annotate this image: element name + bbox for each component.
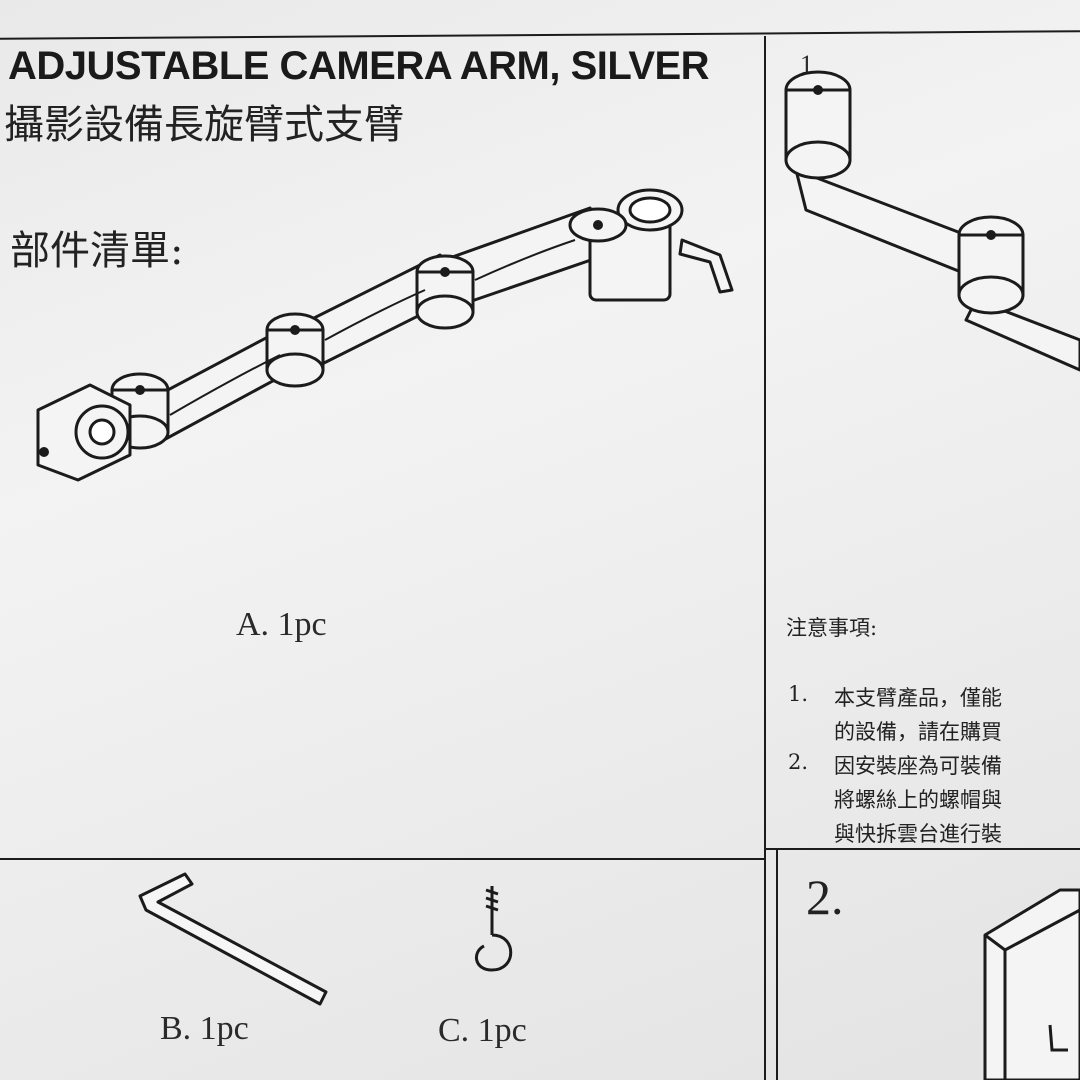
step-2-box-illustration xyxy=(983,888,1080,1080)
hook-screw-icon xyxy=(475,886,513,972)
note-2-number: 2. xyxy=(788,750,809,774)
step-2-number: 2. xyxy=(806,869,844,925)
document-title-english: ADJUSTABLE CAMERA ARM, SILVER xyxy=(8,44,710,88)
camera-arm-illustration xyxy=(36,188,734,482)
note-1-number: 1. xyxy=(788,682,809,706)
parts-list-heading: 部件清單: xyxy=(10,228,184,274)
clamp-lever xyxy=(678,238,734,294)
document-title-chinese: 攝影設備長旋臂式支臂 xyxy=(4,102,404,148)
note-2-line-1: 因安裝座為可裝備 xyxy=(834,754,1002,778)
note-1-line-2: 的設備，請在購買 xyxy=(834,720,1002,744)
part-b-label: B. 1pc xyxy=(160,1010,249,1047)
part-c-label: C. 1pc xyxy=(438,1012,527,1049)
part-a-label: A. 1pc xyxy=(236,606,327,643)
panel-divider-horizontal-left xyxy=(0,858,766,860)
note-2-line-2: 將螺絲上的螺帽與 xyxy=(834,788,1002,812)
arm-detail-illustration xyxy=(784,70,1080,372)
top-border-line xyxy=(0,30,1080,40)
panel-divider-horizontal-right xyxy=(766,848,1080,850)
notes-heading: 注意事項: xyxy=(786,616,878,640)
section-divider-bottom-left xyxy=(776,850,778,1080)
note-1-line-1: 本支臂產品，僅能 xyxy=(834,686,1002,710)
hex-key-icon xyxy=(138,872,328,1006)
note-2-line-3: 與快拆雲台進行裝 xyxy=(834,822,1002,846)
panel-divider-vertical xyxy=(764,36,766,1080)
